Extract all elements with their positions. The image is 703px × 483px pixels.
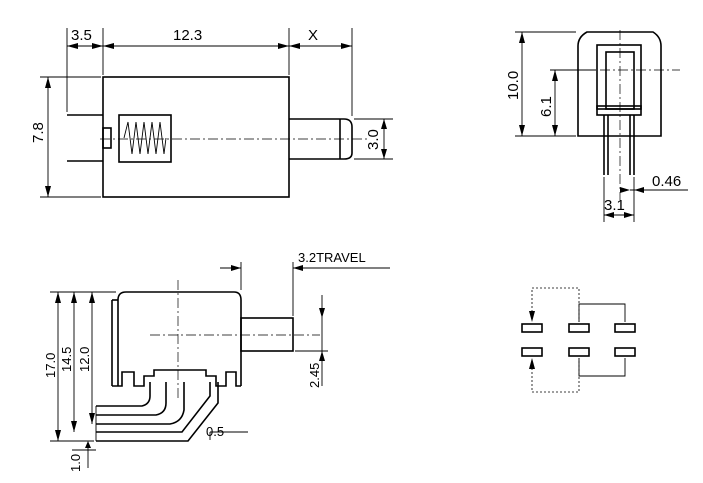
dim-total-height: 10.0 (505, 71, 522, 100)
end-view: 10.0 6.1 0.46 3.1 (505, 30, 688, 222)
pad-5 (568, 347, 590, 357)
dim-height-12: 12.0 (77, 347, 92, 372)
dim-body-length: 12.3 (173, 27, 202, 44)
dim-lever-offset: 3.5 (71, 27, 92, 44)
dim-pin-width: 1.0 (68, 454, 83, 472)
pad-3 (614, 323, 636, 333)
dim-inner-height: 6.1 (538, 96, 555, 117)
dim-button-offset: 2.45 (307, 363, 322, 388)
dim-height-17: 17.0 (43, 353, 58, 378)
pad-2 (568, 323, 590, 333)
side-plunger (240, 317, 294, 352)
dim-pin-pitch: 3.1 (604, 197, 625, 214)
dim-body-height: 7.8 (30, 122, 47, 143)
switch-body (102, 76, 290, 198)
end-view-body (577, 31, 662, 137)
dim-button-dia: 3.0 (365, 129, 382, 150)
spring-box (118, 114, 172, 163)
plunger (289, 118, 353, 160)
dim-pin-thickness: 0.46 (652, 173, 681, 190)
pin-layout (521, 287, 636, 393)
dim-pin-gap: 0.5 (206, 424, 224, 439)
front-view: 3.5 12.3 X 7.8 3.0 (30, 27, 393, 198)
pad-4 (521, 347, 543, 357)
pad-6 (614, 347, 636, 357)
dim-travel-x: X (308, 27, 318, 44)
side-view: 3.2TRAVEL 17.0 14.5 12.0 2.45 0.5 1.0 (43, 250, 390, 472)
dim-height-14: 14.5 (59, 347, 74, 372)
side-view-body (117, 291, 242, 386)
dim-travel: 3.2TRAVEL (298, 250, 366, 265)
pad-1 (521, 323, 543, 333)
